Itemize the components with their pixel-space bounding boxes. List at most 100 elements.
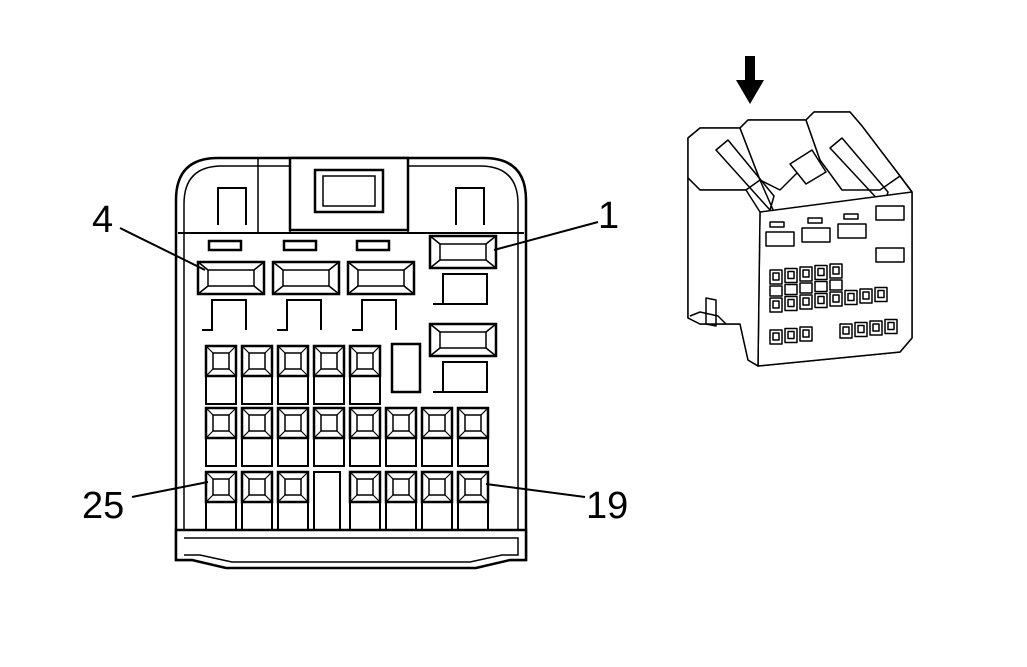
iso-cavity-inner [787, 298, 795, 308]
bottom-lip [174, 528, 528, 570]
iso-cavity [829, 263, 843, 279]
iso-side-face [687, 177, 761, 367]
iso-cavity-inner [802, 269, 810, 278]
iso-cavity-inner [817, 295, 825, 305]
pin-label-19: 19 [586, 485, 628, 527]
leader-pin-1 [493, 221, 599, 251]
iso-ridge-left [715, 139, 775, 211]
down-arrow-icon [736, 56, 764, 104]
terminal-cavity [420, 406, 454, 467]
pin-label-4: 4 [92, 199, 113, 241]
iso-cavity [814, 264, 828, 281]
iso-cavity [859, 288, 873, 304]
iso-terminal [875, 247, 905, 263]
iso-cavity-inner [787, 330, 795, 340]
terminal-cavity [312, 344, 346, 405]
iso-cavity [784, 327, 798, 344]
iso-terminal [875, 205, 905, 221]
iso-cavity [829, 291, 843, 307]
iso-cavity-inner [847, 292, 855, 302]
iso-cavity-inner [787, 270, 795, 280]
terminal-cavity [384, 406, 418, 467]
left-notch [217, 187, 247, 225]
iso-terminal [801, 227, 831, 243]
large-terminals [196, 234, 498, 393]
slot [282, 239, 318, 252]
iso-slot [843, 213, 859, 220]
iso-cavity [814, 292, 828, 309]
iso-terminal [765, 231, 795, 247]
iso-cavity-lower [829, 279, 843, 291]
iso-cavity-inner [817, 267, 825, 277]
iso-small-terminal-grid [769, 263, 898, 345]
terminal-cavity [348, 406, 382, 467]
iso-cavity-inner [772, 272, 780, 281]
key-slot [390, 342, 422, 394]
terminal-cavity [276, 470, 310, 531]
connector-face-view [174, 156, 528, 570]
bottom-lip-inner [184, 537, 519, 563]
right-notch [455, 187, 485, 225]
iso-edge [899, 175, 913, 193]
terminal-cavity [240, 344, 274, 405]
terminal-cavity [456, 470, 490, 531]
iso-cavity [799, 326, 813, 342]
iso-cavity-lower [799, 282, 813, 294]
iso-slot [769, 221, 785, 228]
iso-terminal [837, 223, 867, 239]
iso-cavity [869, 320, 883, 336]
iso-cavity [784, 295, 798, 312]
iso-cavity-lower [814, 280, 828, 293]
leader-pin-19 [485, 483, 586, 498]
terminal-cavity [240, 406, 274, 467]
iso-cavity [884, 318, 898, 335]
iso-cavity [854, 321, 868, 338]
pin-label-25: 25 [82, 485, 124, 527]
terminal-cavity [420, 470, 454, 531]
iso-cavity [769, 329, 783, 345]
iso-cavity-inner [857, 324, 865, 334]
iso-cavity [839, 323, 853, 339]
iso-side-step [689, 311, 727, 325]
iso-edge [759, 179, 775, 213]
connector-isometric-view [687, 56, 913, 367]
iso-cavity [799, 294, 813, 310]
pin-label-1: 1 [598, 195, 619, 237]
terminal-cavity [348, 344, 382, 405]
terminal-cavity [204, 406, 238, 467]
iso-cavity-inner [842, 326, 850, 335]
terminal-cavity [384, 470, 418, 531]
iso-cavity-inner [802, 329, 810, 338]
iso-cavity-inner [802, 297, 810, 306]
terminal-cavity [204, 470, 238, 531]
terminal-cavity [204, 344, 238, 405]
iso-cavity-inner [872, 323, 880, 332]
leader-pin-4 [119, 227, 206, 271]
iso-cavity-inner [832, 294, 840, 303]
iso-cavity-lower [784, 283, 798, 296]
leader-lines [119, 221, 599, 498]
iso-cavity-inner [862, 291, 870, 300]
small-terminal-grid [204, 344, 490, 531]
terminal-cavity [456, 406, 490, 467]
top-latch [257, 156, 410, 233]
iso-latch [789, 149, 827, 185]
slot [207, 239, 243, 252]
terminal-cavity [276, 406, 310, 467]
iso-cavity-inner [877, 289, 885, 299]
iso-cavity [844, 289, 858, 306]
iso-cavity-lower [769, 285, 783, 297]
slot [355, 239, 391, 252]
iso-side-notch [705, 297, 717, 327]
iso-cavity [769, 297, 783, 313]
terminal-cavity [312, 406, 346, 467]
iso-cavity-inner [887, 321, 895, 331]
iso-cavity [784, 267, 798, 284]
iso-cavity [874, 286, 888, 303]
iso-slot [807, 217, 823, 224]
iso-cavity [769, 269, 783, 285]
iso-cavity-inner [772, 300, 780, 309]
iso-cavity-inner [832, 266, 840, 275]
leader-pin-25 [131, 481, 209, 498]
